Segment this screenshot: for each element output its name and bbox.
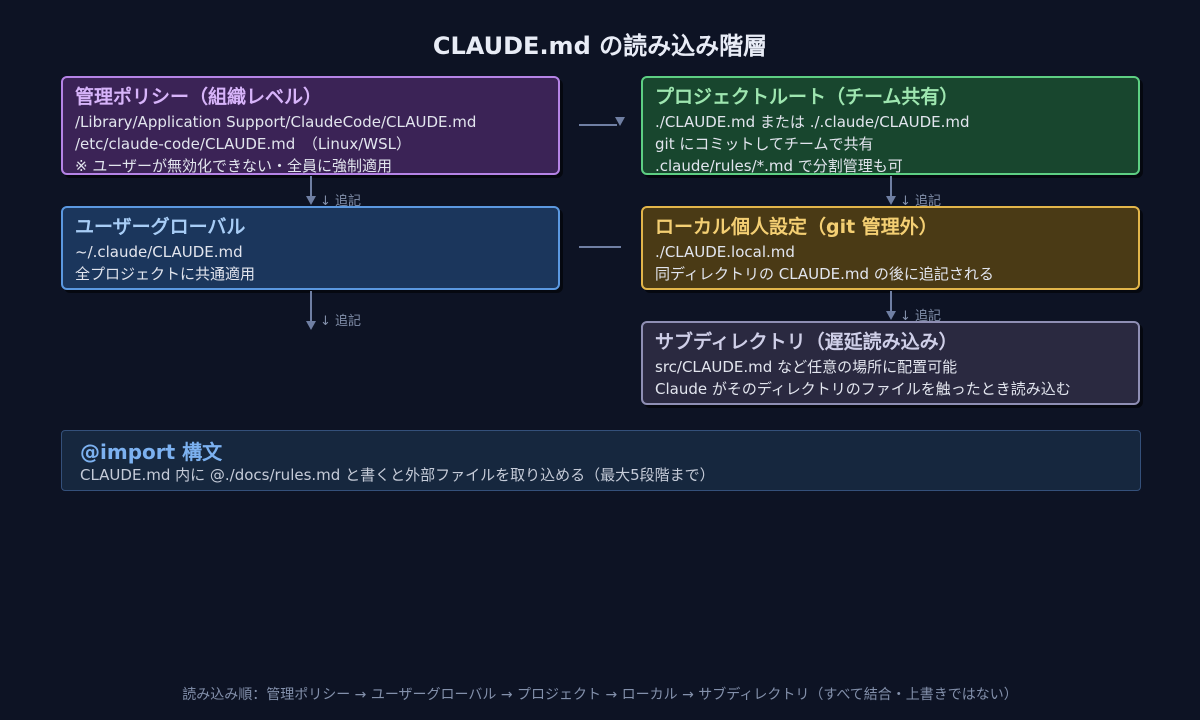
policy-to-project-arrow — [579, 117, 625, 126]
user-global-title: ユーザーグローバル — [75, 216, 246, 238]
user-to-local-arrow — [579, 246, 621, 248]
policy-title: 管理ポリシー（組織レベル） — [75, 86, 323, 108]
policy-box: 管理ポリシー（組織レベル） /Library/Application Suppo… — [61, 76, 560, 175]
subdirectory-line-2: Claude がそのディレクトリのファイルを触ったとき読み込む — [655, 380, 1071, 398]
user-global-line-1: ~/.claude/CLAUDE.md — [75, 243, 243, 261]
project-to-local-arrow — [886, 176, 896, 205]
local-to-subdir-label: ↓ 追記 — [900, 309, 942, 324]
diagram-title: CLAUDE.md の読み込み階層 — [432, 32, 768, 60]
import-syntax-text: CLAUDE.md 内に @./docs/rules.md と書くと外部ファイル… — [80, 466, 715, 484]
user-to-project-arrow — [306, 291, 316, 330]
user-global-box: ユーザーグローバル ~/.claude/CLAUDE.md 全プロジェクトに共通… — [61, 206, 560, 290]
user-to-project-label: ↓ 追記 — [320, 314, 362, 329]
local-to-subdir-arrow — [886, 291, 896, 320]
project-root-line-1: ./CLAUDE.md または ./.claude/CLAUDE.md — [655, 113, 970, 131]
policy-line-2: /etc/claude-code/CLAUDE.md （Linux/WSL） — [75, 135, 411, 153]
project-root-line-2: git にコミットしてチームで共有 — [655, 135, 874, 153]
subdirectory-title: サブディレクトリ（遅延読み込み） — [655, 331, 958, 353]
local-settings-box: ローカル個人設定（git 管理外） ./CLAUDE.local.md 同ディレ… — [641, 206, 1140, 290]
project-root-line-3: .claude/rules/*.md で分割管理も可 — [655, 157, 903, 175]
policy-line-1: /Library/Application Support/ClaudeCode/… — [75, 113, 477, 131]
import-syntax-title: @import 構文 — [80, 440, 223, 464]
project-root-title: プロジェクトルート（チーム共有） — [655, 86, 959, 108]
user-global-line-2: 全プロジェクトに共通適用 — [75, 265, 256, 283]
policy-to-user-label: ↓ 追記 — [320, 194, 362, 209]
project-root-box: プロジェクトルート（チーム共有） ./CLAUDE.md または ./.clau… — [641, 76, 1140, 175]
subdirectory-line-1: src/CLAUDE.md など任意の場所に配置可能 — [655, 358, 958, 376]
load-order-footer: 読み込み順：管理ポリシー → ユーザーグローバル → プロジェクト → ローカル… — [182, 687, 1018, 703]
local-settings-title: ローカル個人設定（git 管理外） — [655, 216, 938, 238]
local-settings-line-2: 同ディレクトリの CLAUDE.md の後に追記される — [655, 265, 994, 283]
subdirectory-box: サブディレクトリ（遅延読み込み） src/CLAUDE.md など任意の場所に配… — [641, 321, 1140, 405]
import-syntax-panel: @import 構文 CLAUDE.md 内に @./docs/rules.md… — [61, 430, 1141, 491]
policy-to-user-arrow — [306, 176, 316, 205]
local-settings-line-1: ./CLAUDE.local.md — [655, 243, 795, 261]
policy-line-3: ※ ユーザーが無効化できない・全員に強制適用 — [75, 157, 393, 175]
project-to-local-label: ↓ 追記 — [900, 194, 942, 209]
